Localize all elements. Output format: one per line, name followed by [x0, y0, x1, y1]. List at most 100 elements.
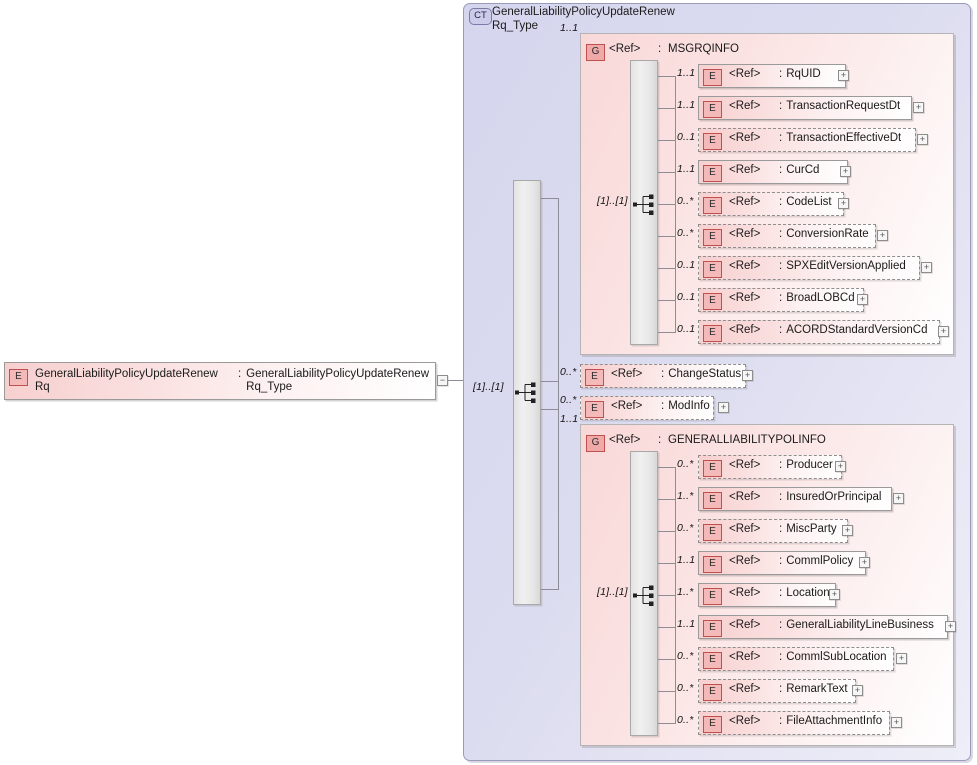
ref-name-curcd: CurCd	[786, 164, 820, 176]
ref-node-generalliabilitylinebusiness[interactable]: E <Ref> : GeneralLiabilityLineBusiness	[698, 615, 948, 639]
ref-node-spxeditversionapplied[interactable]: E <Ref> : SPXEditVersionApplied	[698, 256, 920, 280]
expand-toggle-changestatus[interactable]: +	[742, 370, 753, 381]
ref-node-transactioneffectivedt[interactable]: E <Ref> : TransactionEffectiveDt	[698, 128, 916, 152]
connector-miscparty	[658, 531, 676, 532]
connector-commlpolicy	[658, 563, 676, 564]
cardinality-conversionrate: 0..*	[677, 227, 694, 239]
element-badge: E	[585, 369, 604, 386]
cardinality-commlsublocation: 0..*	[677, 650, 694, 662]
root-collapse-toggle[interactable]: −	[437, 375, 448, 386]
expand-toggle-insuredorprincipal[interactable]: +	[893, 493, 904, 504]
element-badge: E	[703, 684, 722, 701]
root-sequence-cardinality: [1]..[1]	[473, 381, 504, 393]
ref-label: <Ref>	[729, 651, 761, 663]
expand-toggle-transactionrequestdt[interactable]: +	[913, 102, 924, 113]
ref-node-curcd[interactable]: E <Ref> : CurCd	[698, 160, 848, 184]
element-badge: E	[703, 165, 722, 182]
expand-toggle-curcd[interactable]: +	[840, 166, 851, 177]
ref-node-conversionrate[interactable]: E <Ref> : ConversionRate	[698, 224, 876, 248]
sequence-cardinality-generalliabilitypolinfo: [1]..[1]	[597, 586, 628, 598]
connector-generalliabilitypolinfo	[541, 589, 559, 590]
expand-toggle-spxeditversionapplied[interactable]: +	[921, 262, 932, 273]
ref-name-modinfo: ModInfo	[668, 400, 710, 412]
connector-codelist	[658, 204, 676, 205]
colon: :	[661, 400, 665, 412]
ref-node-miscparty[interactable]: E <Ref> : MiscParty	[698, 519, 848, 543]
group-badge-generalliabilitypolinfo: G	[586, 435, 605, 452]
connector-commlsublocation	[658, 659, 676, 660]
expand-toggle-broadlobcd[interactable]: +	[857, 294, 868, 305]
expand-toggle-acordstandardversioncd[interactable]: +	[938, 326, 949, 337]
ref-name-location: Location	[786, 587, 830, 599]
ref-node-broadlobcd[interactable]: E <Ref> : BroadLOBCd	[698, 288, 864, 312]
expand-toggle-fileattachmentinfo[interactable]: +	[891, 717, 902, 728]
expand-toggle-commlsublocation[interactable]: +	[896, 653, 907, 664]
ref-label: <Ref>	[729, 491, 761, 503]
ref-node-modinfo[interactable]: E <Ref> : ModInfo	[580, 396, 714, 420]
colon: :	[779, 523, 783, 535]
ref-name-acordstandardversioncd: ACORDStandardVersionCd	[786, 324, 928, 336]
ref-label: <Ref>	[611, 368, 643, 380]
ref-node-acordstandardversioncd[interactable]: E <Ref> : ACORDStandardVersionCd	[698, 320, 940, 344]
expand-toggle-location[interactable]: +	[829, 589, 840, 600]
element-badge: E	[703, 492, 722, 509]
element-badge: E	[703, 652, 722, 669]
root-element-type: GeneralLiabilityPolicyUpdateRenew Rq_Typ…	[246, 368, 429, 393]
ref-node-insuredorprincipal[interactable]: E <Ref> : InsuredOrPrincipal	[698, 487, 892, 511]
connector-spxeditversionapplied	[658, 268, 676, 269]
ref-label: <Ref>	[729, 68, 761, 80]
colon: :	[779, 196, 783, 208]
colon: :	[779, 683, 783, 695]
ref-node-commlpolicy[interactable]: E <Ref> : CommlPolicy	[698, 551, 866, 575]
group-badge-msgrqinfo: G	[586, 44, 605, 61]
ref-label: <Ref>	[611, 400, 643, 412]
colon: :	[779, 651, 783, 663]
ref-node-transactionrequestdt[interactable]: E <Ref> : TransactionRequestDt	[698, 96, 912, 120]
expand-toggle-conversionrate[interactable]: +	[877, 230, 888, 241]
expand-toggle-commlpolicy[interactable]: +	[859, 557, 870, 568]
colon: :	[779, 324, 783, 336]
expand-toggle-transactioneffectivedt[interactable]: +	[917, 134, 928, 145]
root-element-node[interactable]: E GeneralLiabilityPolicyUpdateRenew Rq :…	[4, 362, 436, 400]
connector-acordstandardversioncd	[658, 332, 676, 333]
colon: :	[779, 228, 783, 240]
ref-name-codelist: CodeList	[786, 196, 832, 208]
colon: :	[779, 555, 783, 567]
ref-label: <Ref>	[729, 459, 761, 471]
element-badge: E	[703, 101, 722, 118]
ref-node-producer[interactable]: E <Ref> : Producer	[698, 455, 842, 479]
expand-toggle-miscparty[interactable]: +	[842, 525, 853, 536]
colon: :	[779, 68, 783, 80]
cardinality-miscparty: 0..*	[677, 522, 694, 534]
expand-toggle-modinfo[interactable]: +	[718, 402, 729, 413]
ref-node-remarktext[interactable]: E <Ref> : RemarkText	[698, 679, 856, 703]
element-badge: E	[703, 556, 722, 573]
connector-changestatus	[541, 381, 559, 382]
connector-to-msgrqinfo	[541, 198, 559, 199]
expand-toggle-rquid[interactable]: +	[838, 70, 849, 81]
connector-transactioneffectivedt	[658, 140, 676, 141]
ref-node-changestatus[interactable]: E <Ref> : ChangeStatus	[580, 364, 746, 388]
complextype-badge: CT	[469, 8, 492, 25]
cardinality-producer: 0..*	[677, 458, 694, 470]
ref-node-commlsublocation[interactable]: E <Ref> : CommlSubLocation	[698, 647, 894, 671]
ref-node-fileattachmentinfo[interactable]: E <Ref> : FileAttachmentInfo	[698, 711, 890, 735]
ref-node-location[interactable]: E <Ref> : Location	[698, 583, 836, 607]
ref-label: <Ref>	[729, 523, 761, 535]
expand-toggle-generalliabilitylinebusiness[interactable]: +	[945, 621, 956, 632]
ref-node-codelist[interactable]: E <Ref> : CodeList	[698, 192, 844, 216]
expand-toggle-remarktext[interactable]: +	[852, 685, 863, 696]
expand-toggle-codelist[interactable]: +	[838, 198, 849, 209]
ref-name-producer: Producer	[786, 459, 833, 471]
group-ref-label-msgrqinfo: <Ref>	[609, 43, 641, 55]
group-ref-label-generalliabilitypolinfo: <Ref>	[609, 434, 641, 446]
cardinality-transactioneffectivedt: 0..1	[677, 131, 696, 143]
ref-label: <Ref>	[729, 555, 761, 567]
element-badge: E	[703, 133, 722, 150]
expand-toggle-producer[interactable]: +	[835, 461, 846, 472]
ref-node-rquid[interactable]: E <Ref> : RqUID	[698, 64, 846, 88]
cardinality-transactionrequestdt: 1..1	[677, 99, 696, 111]
colon: :	[779, 459, 783, 471]
ref-name-miscparty: MiscParty	[786, 523, 837, 535]
ref-label: <Ref>	[729, 164, 761, 176]
